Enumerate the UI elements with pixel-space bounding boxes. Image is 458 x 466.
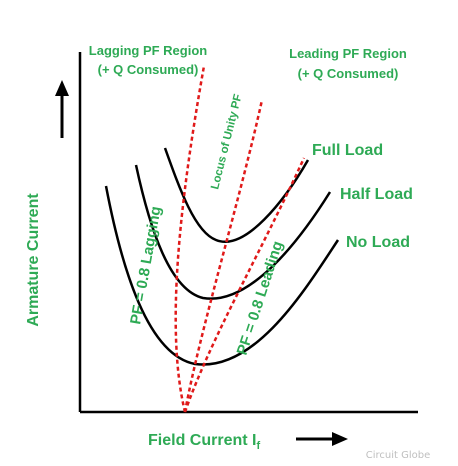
no-load-label: No Load — [346, 234, 410, 251]
lagging-pf-locus — [174, 65, 206, 413]
watermark: Circuit Globe — [366, 450, 431, 461]
full-load-curve — [163, 147, 310, 243]
leading-region-title: Leading PF Region — [289, 46, 407, 61]
x-axis-label-subscript: f — [256, 440, 260, 452]
y-axis-label: Armature Current — [25, 193, 42, 327]
half-load-curve — [134, 164, 332, 300]
leading-region-subtitle: (+ Q Consumed) — [298, 66, 399, 81]
unity-pf-locus — [183, 99, 264, 413]
unity-pf-label: Locus of Unity PF — [209, 93, 244, 191]
half-load-label: Half Load — [340, 186, 413, 203]
lagging-region-title: Lagging PF Region — [89, 43, 207, 58]
x-axis-label: Field Current If — [148, 432, 260, 452]
lagging-region-subtitle: (+ Q Consumed) — [98, 62, 199, 77]
full-load-label: Full Load — [312, 142, 383, 159]
x-direction-arrow — [296, 432, 348, 446]
lagging-pf-label: PF = 0.8 Lagging — [127, 205, 165, 326]
y-direction-arrow — [55, 80, 69, 138]
x-axis-label-main: Field Current I — [148, 432, 256, 449]
leading-pf-locus — [183, 157, 306, 413]
